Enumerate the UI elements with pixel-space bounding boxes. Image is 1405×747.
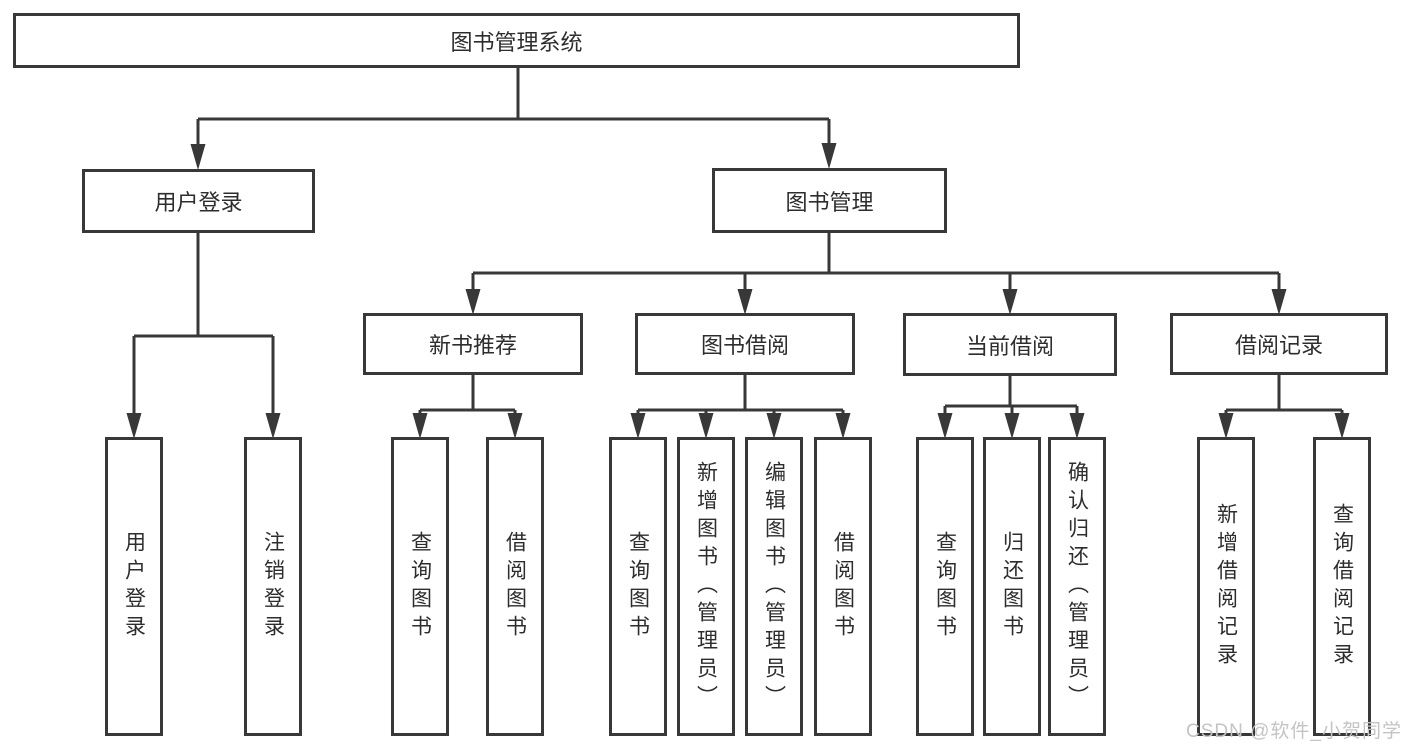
leaf-user-login: 用户登录 <box>105 437 163 736</box>
arrowhead-icon <box>1271 289 1287 315</box>
connector-new-book-to-leaves <box>418 375 517 421</box>
arrowhead-icon <box>1069 413 1085 439</box>
leaf-current-query-books: 查询图书 <box>916 437 974 736</box>
arrowhead-icon <box>698 413 714 439</box>
connector-book-borrow-to-leaves <box>636 375 845 421</box>
leaf-current-confirm-return-admin: 确认归还（管理员） <box>1048 437 1106 736</box>
watermark: CSDN @软件_小贺同学 <box>1186 721 1402 742</box>
node-new-book-recommend: 新书推荐 <box>363 313 583 375</box>
leaf-borrow-edit-books-admin: 编辑图书（管理员） <box>745 437 803 736</box>
node-borrow-records: 借阅记录 <box>1170 313 1388 375</box>
leaf-logout: 注销登录 <box>244 437 302 736</box>
node-current-borrow: 当前借阅 <box>903 313 1117 376</box>
arrowhead-icon <box>1004 413 1020 439</box>
connector-user-login-to-leaves <box>132 233 275 420</box>
leaf-newbook-query-books: 查询图书 <box>391 437 449 736</box>
leaf-current-return-books: 归还图书 <box>983 437 1041 736</box>
leaf-borrow-query-books: 查询图书 <box>609 437 667 736</box>
arrowhead-icon <box>265 413 281 439</box>
connector-book-management-to-level3 <box>471 233 1281 296</box>
arrowhead-icon <box>126 413 142 439</box>
arrowhead-icon <box>835 413 851 439</box>
node-book-management: 图书管理 <box>712 168 947 233</box>
connector-borrow-records-to-leaves <box>1224 375 1344 421</box>
arrowhead-icon <box>937 413 953 439</box>
leaf-records-query-borrow-record: 查询借阅记录 <box>1313 437 1371 736</box>
connector-root-to-level2 <box>196 68 831 150</box>
arrowhead-icon <box>630 413 646 439</box>
node-book-borrow: 图书借阅 <box>635 313 855 375</box>
arrowhead-icon <box>1334 413 1350 439</box>
leaf-records-add-borrow-record: 新增借阅记录 <box>1197 437 1255 736</box>
leaf-newbook-borrow-books: 借阅图书 <box>486 437 544 736</box>
arrowhead-icon <box>190 144 206 170</box>
node-library-management-system: 图书管理系统 <box>13 13 1020 68</box>
arrowhead-icon <box>1218 413 1234 439</box>
arrowhead-icon <box>737 289 753 315</box>
arrowhead-icon <box>821 143 837 169</box>
node-user-login: 用户登录 <box>82 169 315 233</box>
arrowhead-icon <box>766 413 782 439</box>
leaf-borrow-borrow-books: 借阅图书 <box>814 437 872 736</box>
arrowhead-icon <box>465 289 481 315</box>
leaf-borrow-add-books-admin: 新增图书（管理员） <box>677 437 735 736</box>
arrowhead-icon <box>1002 289 1018 315</box>
arrowhead-icon <box>507 413 523 439</box>
arrowhead-icon <box>412 413 428 439</box>
